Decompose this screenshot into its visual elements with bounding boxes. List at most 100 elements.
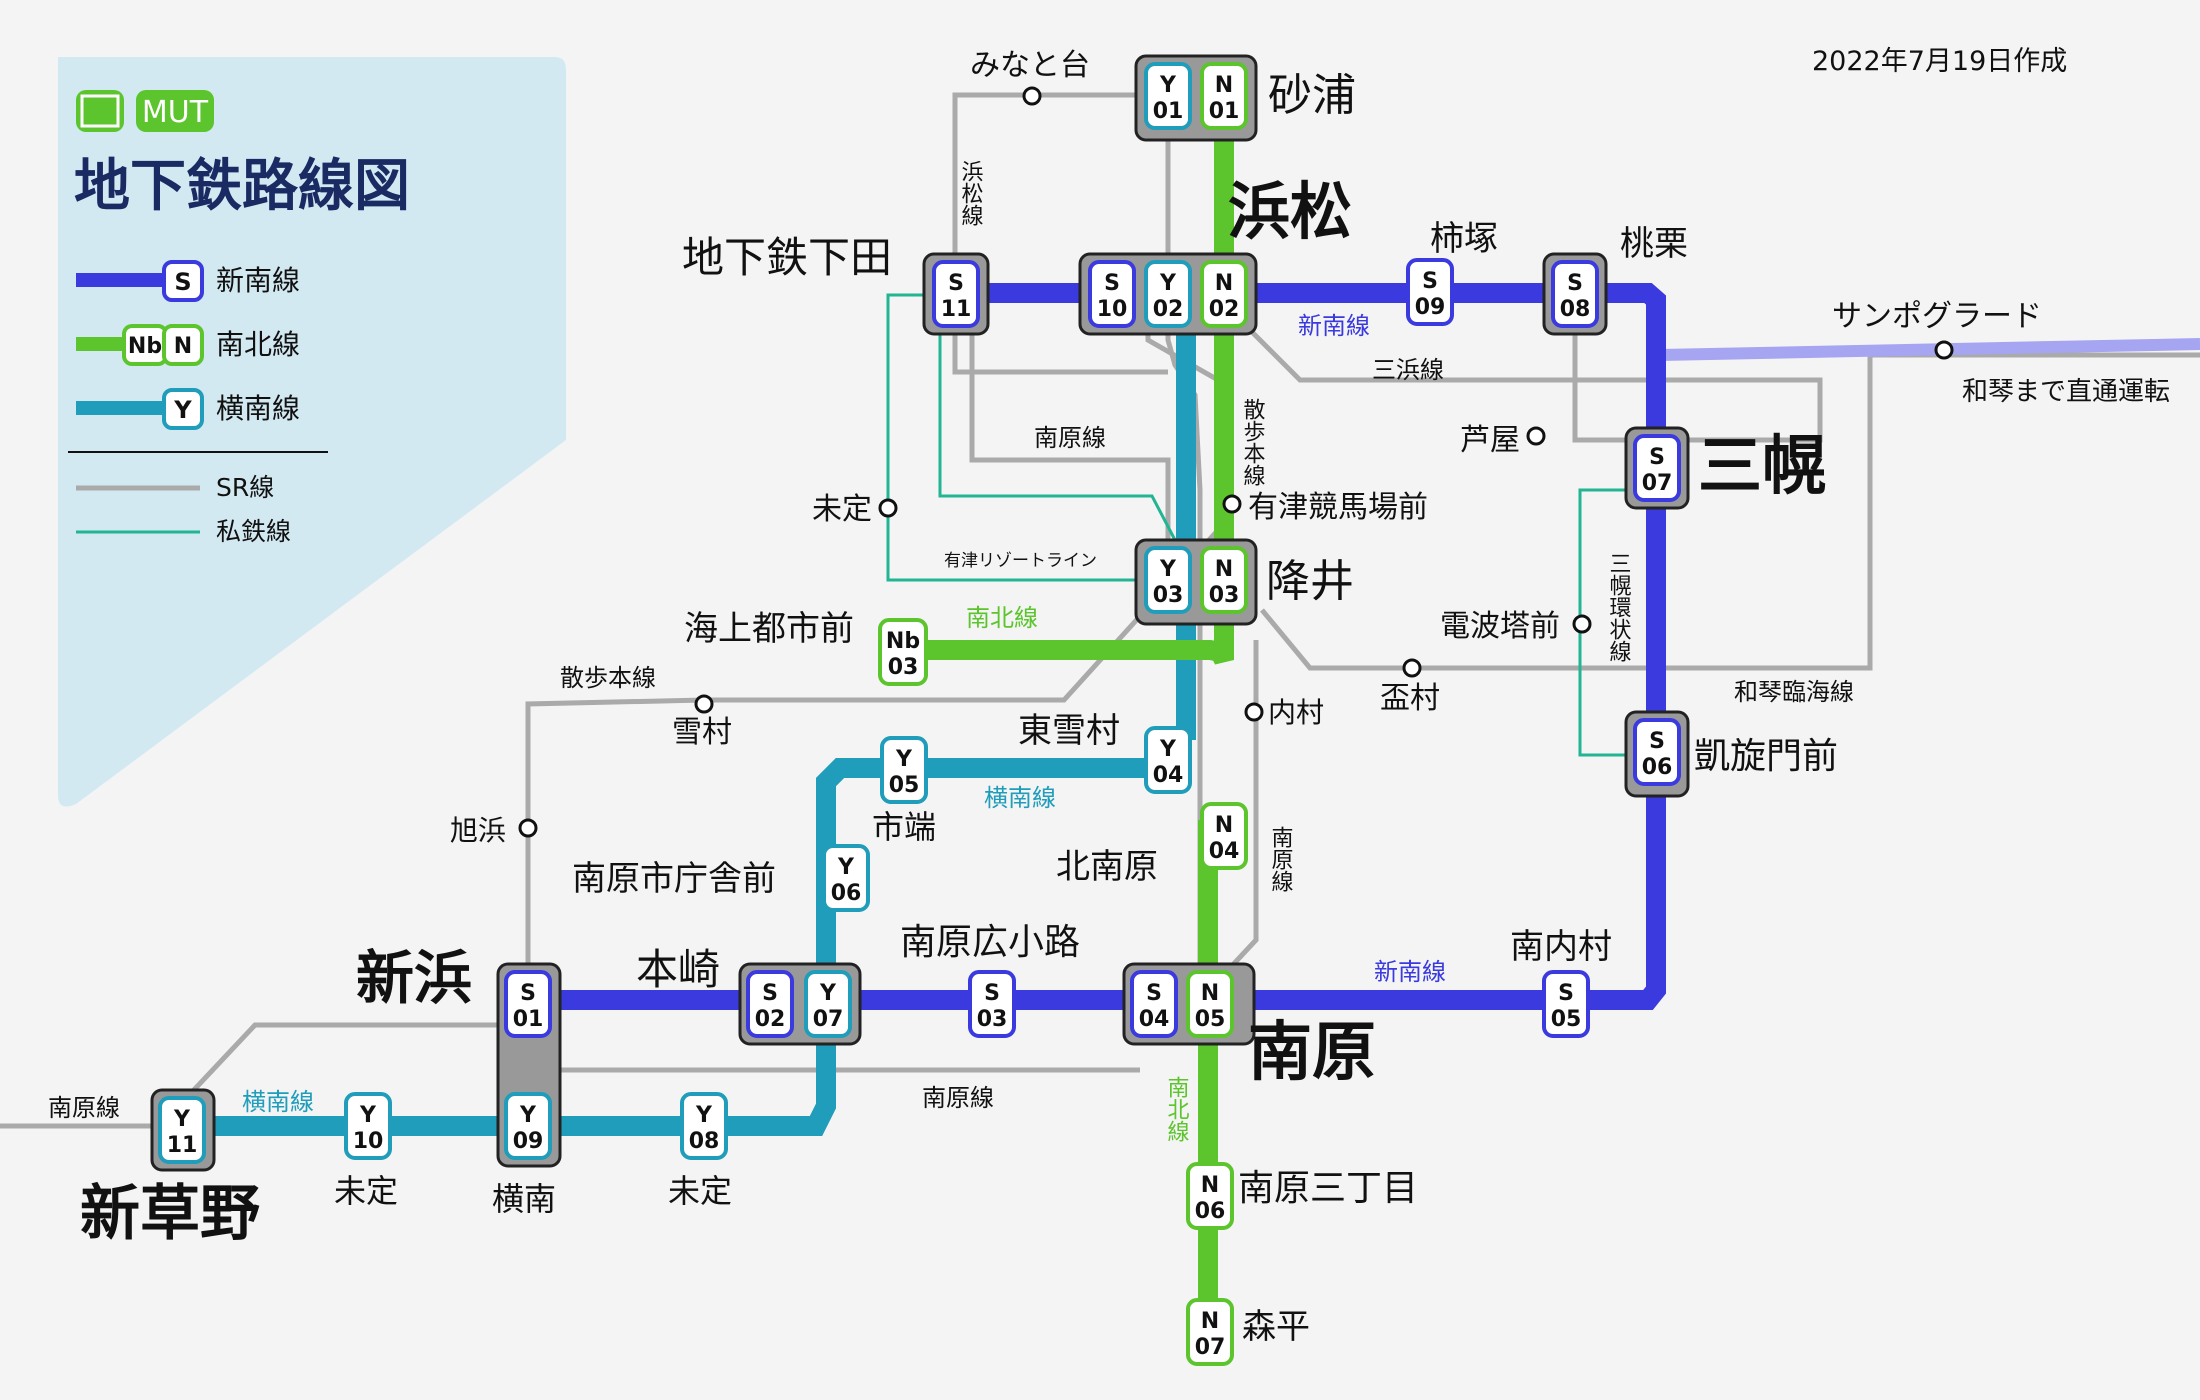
svg-text:南原線: 南原線 — [48, 1094, 120, 1122]
station-code-label: 03 — [888, 655, 919, 680]
station-code-S01 — [504, 970, 552, 1038]
station-code-Y08 — [680, 1092, 728, 1160]
st-asahihama: 旭浜 — [450, 814, 506, 847]
svg-text:三幌環状線: 三幌環状線 — [1606, 552, 1632, 662]
station-code-Y09 — [504, 1092, 552, 1160]
station-code-Nb03 — [878, 618, 928, 686]
st-kitananbara: 北南原 — [1056, 847, 1158, 887]
station-code-label: 05 — [889, 773, 920, 798]
station-code-label: S — [984, 981, 1000, 1006]
st-mitei3: 未定 — [668, 1172, 732, 1210]
station-code-label: Y — [1159, 737, 1177, 762]
station-code-label: 09 — [513, 1129, 544, 1154]
st-denpa: 電波塔前 — [1440, 609, 1560, 644]
st-mihoro: 三幌 — [1698, 430, 1826, 504]
st-hirokoji: 南原広小路 — [900, 922, 1080, 963]
st-morihira: 森平 — [1242, 1307, 1310, 1347]
legend-sr: SR線 — [216, 473, 274, 502]
station-code-Y03 — [1144, 546, 1192, 614]
station-code-label: S — [1558, 981, 1574, 1006]
station-code-label: S — [948, 271, 964, 296]
station-code-label: 03 — [977, 1007, 1008, 1032]
station-code-label: Y — [1159, 73, 1177, 98]
note-wakoto: 和琴まで直通運転 — [1962, 377, 2170, 407]
svg-text:S: S — [174, 268, 191, 296]
station-code-label: 05 — [1551, 1007, 1582, 1032]
station-code-label: S — [1422, 269, 1438, 294]
station-code-label: S — [1146, 981, 1162, 1006]
st-nanbara: 南原 — [1248, 1016, 1376, 1090]
station-code-label: 01 — [513, 1007, 544, 1032]
station-code-label: 09 — [1415, 295, 1446, 320]
st-honzaki: 本崎 — [636, 945, 720, 994]
station-code-label: 01 — [1209, 99, 1240, 124]
station-code-label: N — [1201, 981, 1219, 1006]
station-code-label: 06 — [1195, 1199, 1226, 1224]
logo-mut — [136, 90, 214, 132]
st-furui: 降井 — [1266, 556, 1354, 607]
station-code-label: N — [1215, 813, 1233, 838]
station-code-N02 — [1200, 260, 1248, 328]
station-code-label: S — [520, 981, 536, 1006]
station-code-label: S — [1649, 729, 1665, 754]
station-code-Y02 — [1144, 260, 1192, 328]
st-kaijo: 海上都市前 — [684, 609, 854, 649]
station-code-label: Y — [1159, 557, 1177, 582]
legend-panel — [58, 57, 566, 807]
svg-text:有津リゾートライン: 有津リゾートライン — [944, 551, 1097, 571]
station-code-label: Y — [519, 1103, 537, 1128]
st-yokonan: 横南 — [492, 1180, 556, 1218]
station-code-label: Y — [695, 1103, 713, 1128]
st-sunpo: サンポグラード — [1832, 299, 2042, 334]
station-code-Y11 — [158, 1096, 206, 1164]
station-code-Y06 — [822, 844, 870, 912]
station-code-label: 04 — [1153, 763, 1184, 788]
st-minatodai: みなと台 — [970, 48, 1090, 83]
st-yukimura: 雪村 — [672, 715, 732, 750]
st-kaisen: 凱旋門前 — [1694, 736, 1838, 777]
station-code-S08 — [1551, 260, 1599, 328]
st-sunaura: 砂浦 — [1268, 70, 1356, 121]
logo-text: MUT — [142, 95, 209, 130]
svg-text:散歩本線: 散歩本線 — [1240, 398, 1266, 486]
station-code-label: N — [1215, 271, 1233, 296]
st-mitei2: 未定 — [334, 1172, 398, 1210]
station-code-label: 03 — [1209, 583, 1240, 608]
station-code-Y07 — [804, 970, 852, 1038]
svg-text:南北線: 南北線 — [966, 604, 1038, 632]
svg-text:浜松線: 浜松線 — [958, 160, 984, 226]
st-shitan: 市端 — [872, 808, 936, 846]
station-code-S03 — [968, 970, 1016, 1038]
station-code-N03 — [1200, 546, 1248, 614]
station-code-S09 — [1406, 258, 1454, 326]
station-code-N06 — [1186, 1162, 1234, 1230]
station-code-S06 — [1633, 718, 1681, 786]
station-code-label: Y — [1159, 271, 1177, 296]
station-code-label: S — [1567, 271, 1583, 296]
station-code-label: 08 — [1560, 297, 1591, 322]
station-code-label: 07 — [1195, 1335, 1226, 1360]
station-code-N01 — [1200, 62, 1248, 130]
station-code-label: 02 — [1209, 297, 1240, 322]
station-code-Y04 — [1144, 726, 1192, 794]
station-code-label: Y — [895, 747, 913, 772]
station-code-Y05 — [880, 736, 928, 804]
station-code-label: 11 — [167, 1133, 198, 1158]
station-code-label: Y — [837, 855, 855, 880]
station-code-label: Nb — [886, 629, 920, 654]
st-uchimura: 内村 — [1268, 696, 1324, 729]
svg-text:南原線: 南原線 — [1034, 424, 1106, 452]
logo-box — [76, 90, 124, 132]
svg-text:散歩本線: 散歩本線 — [560, 664, 656, 692]
st-shinkusano: 新草野 — [80, 1179, 260, 1249]
station-code-label: 07 — [1642, 471, 1673, 496]
station-code-label: N — [1201, 1173, 1219, 1198]
st-higashiyuki: 東雪村 — [1018, 711, 1120, 751]
station-code-label: Y — [819, 981, 837, 1006]
station-code-label: 02 — [1153, 297, 1184, 322]
station-code-label: 10 — [1097, 297, 1128, 322]
station-code-label: S — [762, 981, 778, 1006]
st-shinhama: 新浜 — [356, 944, 472, 1012]
svg-text:南原線: 南原線 — [1268, 826, 1294, 892]
legend-shinnan: 新南線 — [216, 264, 300, 297]
